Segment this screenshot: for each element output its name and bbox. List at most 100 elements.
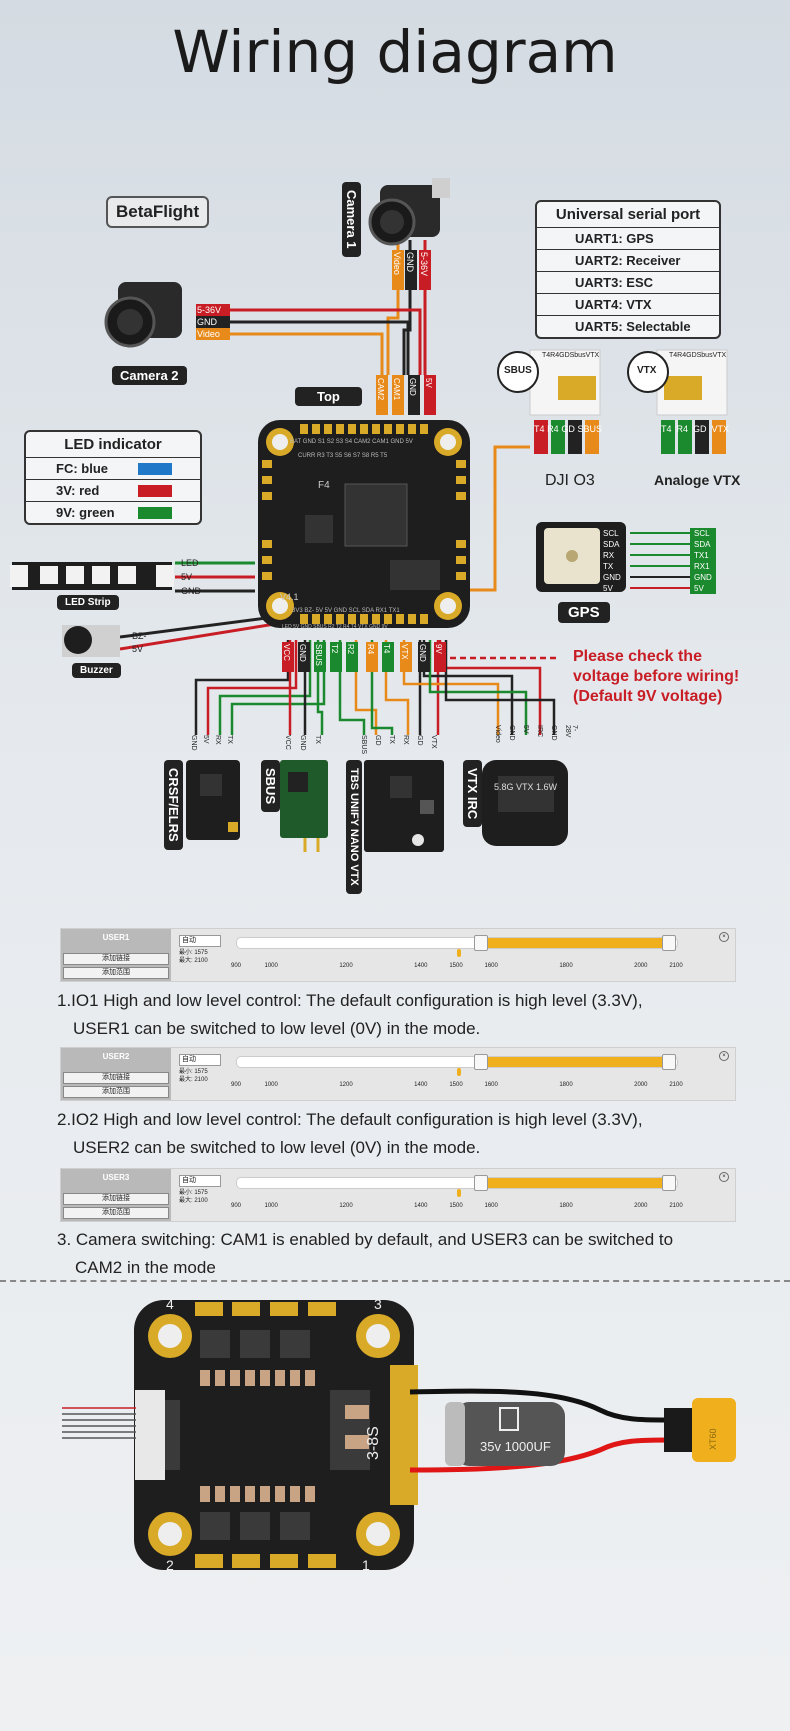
sbus-chip-label: SBUS xyxy=(504,365,532,376)
vtx-irc-text: 5.8G VTX 1.6W xyxy=(494,782,558,792)
flight-controller-board: F4 V4.1 BAT GND S1 S2 S3 S4 CAM2 CAM1 GN… xyxy=(258,420,470,630)
buzzer-label: Buzzer xyxy=(72,663,121,678)
mode-sidebar: USER1 添加链接 添加范围 xyxy=(61,929,171,981)
fc-row-b2: LED 5V GND SBUS R2 T2 R4 T4 VTX GND 9V xyxy=(282,624,388,630)
uart-row: UART4: VTX xyxy=(537,294,719,316)
slider-handle-left[interactable] xyxy=(474,935,488,951)
slider-handle-left[interactable] xyxy=(474,1054,488,1070)
close-icon[interactable]: × xyxy=(719,1172,729,1182)
tbs-unify-vtx xyxy=(364,760,444,852)
cam2-wire-label-5v xyxy=(196,304,230,316)
cam-pad-labels xyxy=(376,375,436,415)
camera2-icon xyxy=(104,282,182,348)
betaflight-badge: BetaFlight xyxy=(106,196,210,228)
slider-handle-left[interactable] xyxy=(474,1175,488,1191)
close-icon[interactable]: × xyxy=(719,932,729,942)
range-slider[interactable] xyxy=(236,935,678,951)
esc-svg: 35v 1000UF XT60 3-8S 4 3 2 1 xyxy=(62,1296,736,1573)
fc-bottom-wire-labels xyxy=(282,642,446,672)
add-link-button[interactable]: 添加链接 xyxy=(63,1193,169,1205)
camera1-icon xyxy=(368,178,450,246)
camera2-wires xyxy=(200,308,422,375)
close-icon[interactable]: × xyxy=(719,1051,729,1061)
vtx-irc: 5.8G VTX 1.6W xyxy=(482,760,568,846)
vtx-chip-circle xyxy=(627,351,669,393)
uart-header: Universal serial port xyxy=(537,202,719,228)
esc-cable xyxy=(62,1407,136,1439)
add-range-button[interactable]: 添加范围 xyxy=(63,1207,169,1219)
analog-vtx-label: Analoge VTX xyxy=(654,472,741,488)
sbus-label: SBUS xyxy=(261,760,280,813)
camera1-wire-gnd: GND xyxy=(405,252,415,272)
dji-module xyxy=(529,349,601,454)
current-value-marker xyxy=(457,949,461,957)
range-slider[interactable] xyxy=(236,1054,678,1070)
slider-handle-right[interactable] xyxy=(662,935,676,951)
esc-board xyxy=(134,1300,418,1570)
buzzer-wire-labels: BZ-5V xyxy=(132,631,147,654)
gps-wires xyxy=(630,532,692,589)
dji-wire xyxy=(465,445,530,592)
slider-handle-right[interactable] xyxy=(662,1175,676,1191)
uart-row: UART3: ESC xyxy=(537,272,719,294)
add-link-button[interactable]: 添加链接 xyxy=(63,953,169,965)
analog-vtx-module xyxy=(656,349,728,454)
add-link-button[interactable]: 添加链接 xyxy=(63,1072,169,1084)
capacitor-label: 35v 1000UF xyxy=(480,1439,551,1454)
cam2-wire-label-gnd xyxy=(196,316,230,328)
dji-label: DJI O3 xyxy=(545,472,595,489)
buzzer xyxy=(62,625,120,657)
uart-box: Universal serial port UART1: GPS UART2: … xyxy=(535,200,721,339)
cam-pad-cam2: CAM2 xyxy=(376,378,385,401)
slider-handle-right[interactable] xyxy=(662,1054,676,1070)
page-title: Wiring diagram xyxy=(172,18,618,86)
tbs-unify-label: TBS UNIFY NANO VTX xyxy=(346,760,362,894)
mode-user-label: USER1 xyxy=(102,933,130,942)
sbus-chip-circle xyxy=(497,351,539,393)
range-slider[interactable] xyxy=(236,1175,678,1191)
led-indicator-box: LED indicator FC: blue 3V: red 9V: green xyxy=(24,430,202,525)
led-row: 9V: green xyxy=(26,502,200,523)
led-strip xyxy=(10,562,174,590)
cam-pad-gnd: GND xyxy=(408,378,417,396)
cam-pad-5v: 5V xyxy=(424,378,433,388)
mode-description-2: 2.IO2 High and low level control: The de… xyxy=(57,1110,643,1157)
mode-select[interactable]: 自动 xyxy=(179,1175,221,1187)
add-range-button[interactable]: 添加范围 xyxy=(63,967,169,979)
current-value-marker xyxy=(457,1189,461,1197)
cam1-wire-label-gnd xyxy=(405,250,417,290)
mode-select[interactable]: 自动 xyxy=(179,935,221,947)
led-swatch xyxy=(138,463,172,475)
esc-corner-3: 3 xyxy=(374,1296,382,1312)
camera1-wire-5v: 5-36V xyxy=(419,252,429,277)
fc-model: F4 xyxy=(318,480,330,491)
vtx-irc-label: VTX IRC xyxy=(463,760,482,828)
uart-row: UART1: GPS xyxy=(537,228,719,250)
mode-select[interactable]: 自动 xyxy=(179,1054,221,1066)
divider xyxy=(0,1280,790,1282)
wiring-svg: F4 V4.1 BAT GND S1 S2 S3 S4 CAM2 CAM1 GN… xyxy=(10,178,728,852)
led-swatch xyxy=(138,507,172,519)
vtx-chip-label: VTX xyxy=(637,365,657,376)
crsf-elrs-receiver xyxy=(186,760,240,840)
camera2-label: Camera 2 xyxy=(112,366,187,385)
fc-bottom-pads: 3V3 BZ- 5V 5V GND SCL SDA RX1 TX1 xyxy=(292,608,400,614)
add-range-button[interactable]: 添加范围 xyxy=(63,1086,169,1098)
mode-description-3: 3. Camera switching: CAM1 is enabled by … xyxy=(57,1230,674,1277)
cam1-wire-label-video xyxy=(392,250,404,290)
